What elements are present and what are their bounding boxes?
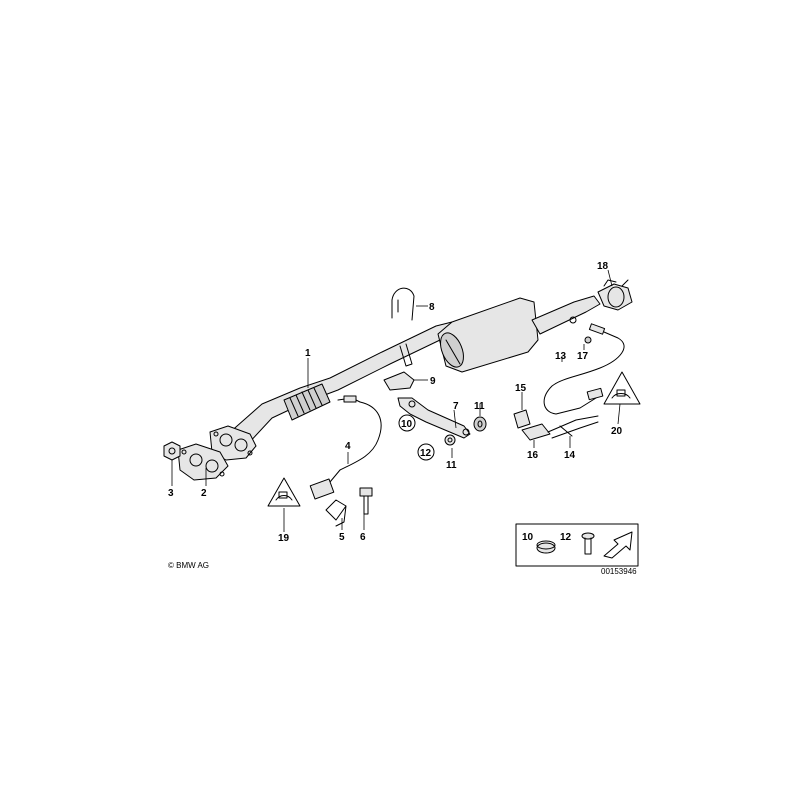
gasket[interactable] (177, 443, 229, 481)
label-11-upper: 11 (474, 401, 485, 412)
bolt[interactable] (359, 487, 373, 515)
front-exhaust-pipe[interactable] (227, 321, 453, 447)
leader-lines (171, 269, 621, 532)
nut-11[interactable] (473, 416, 487, 432)
callout-ring-12 (417, 443, 435, 461)
label-2: 2 (201, 488, 207, 499)
legend-label-12: 12 (560, 532, 572, 543)
callout-ring-10 (398, 414, 416, 432)
oxygen-sensor-front[interactable] (309, 395, 382, 500)
mounting-bracket-9[interactable] (383, 371, 415, 391)
pipe-clamp[interactable] (597, 279, 633, 311)
label-6: 6 (360, 532, 366, 543)
label-17: 17 (577, 351, 589, 362)
warning-triangle-19 (267, 477, 301, 507)
label-10: 10 (401, 419, 413, 430)
hanger-clamp[interactable] (391, 287, 415, 321)
legend-bolt-icon (581, 532, 595, 555)
label-1: 1 (305, 348, 311, 359)
cable-holder[interactable] (521, 423, 551, 441)
cable-clip[interactable] (513, 409, 531, 429)
label-8: 8 (429, 302, 435, 313)
hex-nut[interactable] (163, 441, 181, 461)
label-18: 18 (597, 261, 609, 272)
label-9: 9 (430, 376, 436, 387)
label-7: 7 (453, 401, 459, 412)
label-13: 13 (555, 351, 567, 362)
label-16: 16 (527, 450, 539, 461)
drawing-number: 00153946 (601, 567, 637, 576)
warning-triangle-20 (603, 371, 641, 405)
arrow-icon (603, 531, 633, 559)
screw-17[interactable] (584, 336, 592, 344)
label-20: 20 (611, 426, 623, 437)
label-19: 19 (278, 533, 290, 544)
legend-label-10: 10 (522, 532, 534, 543)
sensor-bracket[interactable] (325, 499, 347, 527)
oxygen-sensor-rear[interactable] (543, 323, 625, 415)
label-14: 14 (564, 450, 576, 461)
label-3: 3 (168, 488, 174, 499)
legend-box: 10 12 (515, 523, 639, 567)
copyright-text: © BMW AG (168, 561, 209, 570)
label-15: 15 (515, 383, 527, 394)
sensor-bracket-14[interactable] (547, 415, 599, 439)
washer-12[interactable] (444, 434, 456, 446)
mounting-bracket-7[interactable] (397, 397, 471, 439)
label-11-lower: 11 (446, 460, 457, 471)
label-12: 12 (420, 448, 432, 459)
label-5: 5 (339, 532, 345, 543)
label-4: 4 (345, 441, 351, 452)
catalytic-converter[interactable] (436, 295, 601, 373)
